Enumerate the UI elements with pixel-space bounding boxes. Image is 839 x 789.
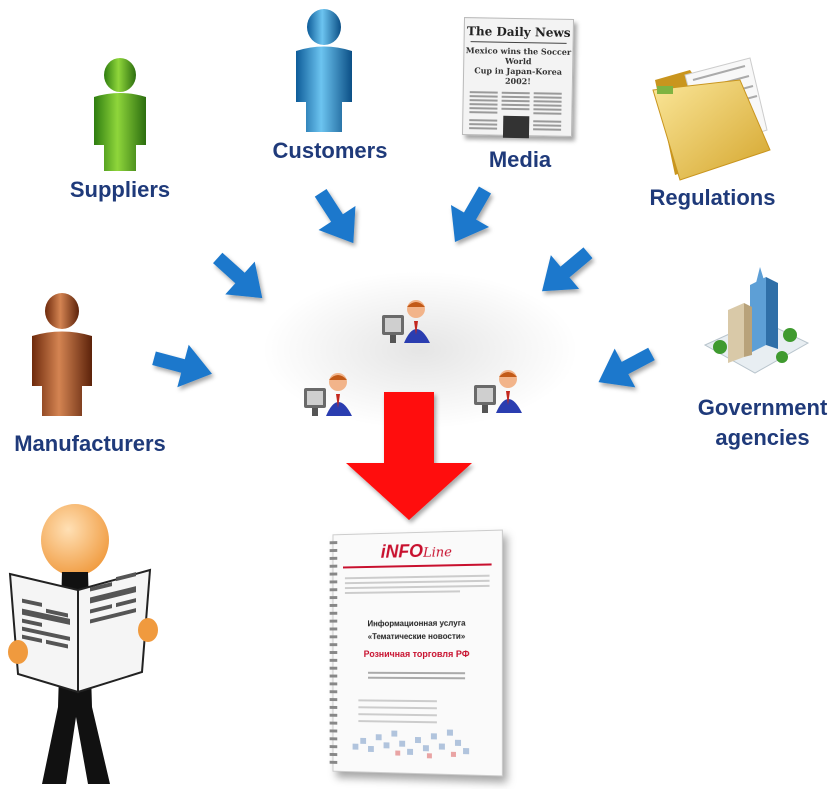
report-brand-main: iNFO xyxy=(380,540,424,562)
logo-rule xyxy=(342,563,492,569)
government-label-2: agencies xyxy=(715,425,810,450)
analyst-icon xyxy=(382,300,430,343)
regulations-label: Regulations xyxy=(649,185,776,210)
government-label-1: Government xyxy=(697,395,828,420)
newspaper-icon: The Daily News Mexico wins the Soccer Wo… xyxy=(461,17,575,139)
manufacturers-label: Manufacturers xyxy=(14,431,166,456)
analyst-icon xyxy=(474,370,522,413)
report-intro-lines xyxy=(344,572,490,597)
suppliers-label: Suppliers xyxy=(69,177,171,202)
arrow-from-government xyxy=(588,334,662,402)
report-logo: iNFOLine xyxy=(333,539,501,564)
report-service-line-2: «Тематические новости» xyxy=(367,631,466,642)
media-label: Media xyxy=(488,147,552,172)
arrow-from-media xyxy=(435,179,505,253)
building-icon xyxy=(703,267,810,374)
arrow-from-suppliers xyxy=(202,241,278,315)
arrow-from-customers xyxy=(302,180,372,256)
report-service-line-1: Информационная услуга xyxy=(367,618,466,629)
report-brand-script: Line xyxy=(423,545,452,561)
customers-label: Customers xyxy=(272,138,388,163)
report-subject: Розничная торговля РФ xyxy=(363,648,470,660)
manufacturer-person-icon xyxy=(32,293,92,416)
analyst-icon xyxy=(304,373,352,416)
newspaper-reader-icon xyxy=(8,504,158,784)
newspaper-columns xyxy=(469,91,562,139)
arrow-to-report xyxy=(346,392,472,520)
report-mosaic xyxy=(352,729,470,759)
report-small-lines xyxy=(368,669,466,683)
report-booklet: iNFOLine Информационная услуга «Тематиче… xyxy=(329,529,503,777)
supplier-person-icon xyxy=(94,58,146,171)
folder-icon xyxy=(652,57,771,181)
customer-person-icon xyxy=(296,9,352,132)
arrow-from-manufacturers xyxy=(148,336,218,396)
arrow-from-regulations xyxy=(527,235,603,309)
